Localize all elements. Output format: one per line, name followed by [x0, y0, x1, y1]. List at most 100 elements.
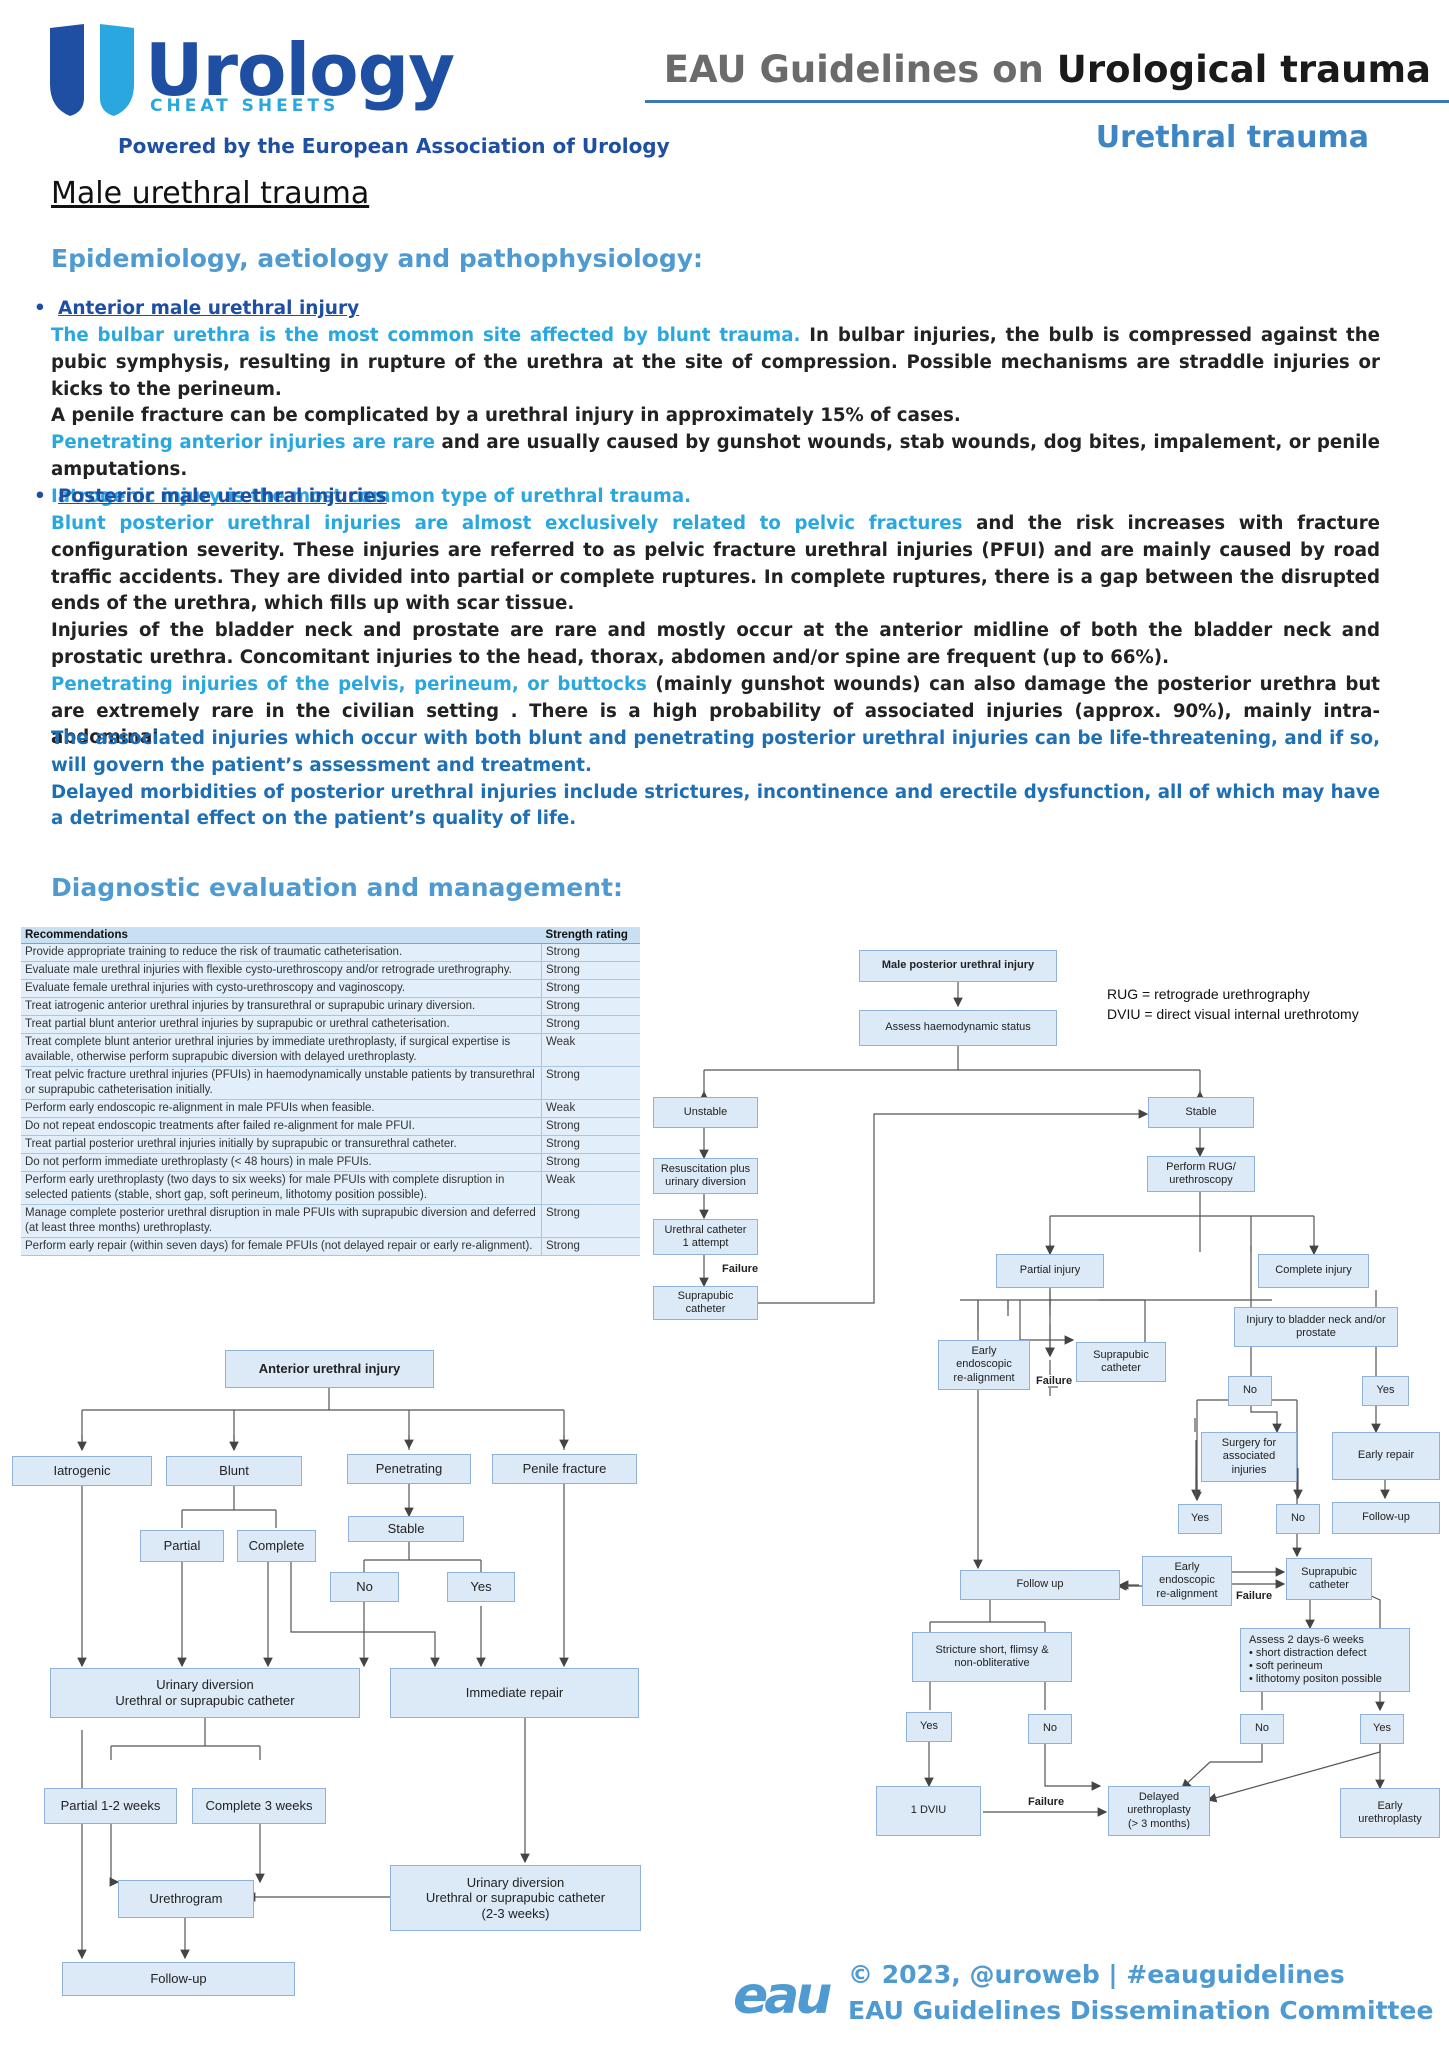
anterior-text: The bulbar urethra is the most common si…: [51, 325, 1381, 507]
legend-dviu: DVIU = direct visual internal urethrotom…: [1107, 1006, 1359, 1022]
posterior-bullet: Posterior male urethral injuries: [34, 486, 387, 507]
table-row: Evaluate male urethral injuries with fle…: [21, 961, 640, 980]
recommendation-cell: Treat complete blunt anterior urethral i…: [21, 1033, 542, 1067]
table-row: Do not perform immediate urethroplasty (…: [21, 1153, 640, 1172]
anterior-followup-box: Follow-up: [62, 1962, 295, 1996]
table-row: Perform early endoscopic re-alignment in…: [21, 1099, 640, 1118]
section-title: Male urethral trauma: [51, 176, 370, 211]
stricture-yes-box: Yes: [906, 1712, 952, 1742]
strength-cell: Strong: [541, 1153, 640, 1172]
recommendations-table: Recommendations Strength rating Provide …: [21, 927, 640, 1256]
perform-rug-box: Perform RUG/urethroscopy: [1147, 1156, 1255, 1192]
failure-label-1: Failure: [722, 1263, 759, 1275]
stricture-box: Stricture short, flimsy &non-obliterativ…: [912, 1632, 1072, 1682]
strength-cell: Strong: [541, 997, 640, 1016]
recommendation-cell: Treat pelvic fracture urethral injuries …: [21, 1066, 542, 1100]
recommendation-cell: Treat partial blunt anterior urethral in…: [21, 1015, 542, 1034]
table-row: Treat pelvic fracture urethral injuries …: [21, 1066, 640, 1100]
posterior-root-box: Male posterior urethral injury: [859, 950, 1057, 982]
surgery-yes-box: Yes: [1178, 1504, 1222, 1534]
blunt-complete-box: Complete: [237, 1530, 316, 1562]
header-divider: [645, 100, 1449, 103]
stable-box: Stable: [1148, 1097, 1254, 1128]
complete-weeks-box: Complete 3 weeks: [192, 1788, 326, 1824]
posterior-followup-right-box: Follow-up: [1332, 1502, 1440, 1534]
strength-cell: Strong: [541, 1117, 640, 1136]
table-row: Manage complete posterior urethral disru…: [21, 1204, 640, 1238]
penetrating-box: Penetrating: [347, 1454, 471, 1484]
table-row: Treat partial posterior urethral injurie…: [21, 1135, 640, 1154]
legend-rug: RUG = retrograde urethrography: [1107, 986, 1310, 1002]
recommendation-cell: Evaluate male urethral injuries with fle…: [21, 961, 542, 980]
table-row: Treat complete blunt anterior urethral i…: [21, 1033, 640, 1067]
early-repair-box: Early repair: [1332, 1432, 1440, 1480]
penile-fracture-box: Penile fracture: [492, 1454, 637, 1484]
partial-weeks-box: Partial 1-2 weeks: [44, 1788, 177, 1824]
strength-cell: Strong: [541, 943, 640, 962]
strength-cell: Weak: [541, 1171, 640, 1205]
assess-haemodynamic-box: Assess haemodynamic status: [859, 1010, 1057, 1046]
follow-up-box: Follow up: [960, 1570, 1120, 1600]
penetrating-stable-box: Stable: [348, 1516, 464, 1542]
bladder-no-box: No: [1228, 1376, 1272, 1406]
associated-injuries-text: The associated injuries which occur with…: [51, 728, 1380, 830]
logo-subtitle: CHEAT SHEETS: [150, 96, 340, 116]
failure-label-3: Failure: [1236, 1590, 1273, 1602]
table-row: Treat partial blunt anterior urethral in…: [21, 1015, 640, 1034]
failure-label-2: Failure: [1036, 1375, 1073, 1387]
stable-yes-box: Yes: [447, 1572, 515, 1602]
recommendation-cell: Provide appropriate training to reduce t…: [21, 943, 542, 962]
strength-cell: Weak: [541, 1033, 640, 1067]
table-row: Do not repeat endoscopic treatments afte…: [21, 1117, 640, 1136]
assess-weeks-box: Assess 2 days-6 weeks • short distractio…: [1240, 1628, 1410, 1692]
blunt-partial-box: Partial: [140, 1530, 224, 1562]
urethrogram-box: Urethrogram: [118, 1880, 254, 1918]
strength-cell: Strong: [541, 961, 640, 980]
strength-cell: Weak: [541, 1099, 640, 1118]
logo-wordmark: Urology: [145, 28, 455, 112]
blunt-box: Blunt: [166, 1456, 302, 1486]
strength-cell: Strong: [541, 979, 640, 998]
dviu-box: 1 DVIU: [876, 1786, 981, 1836]
recommendation-cell: Perform early repair (within seven days)…: [21, 1237, 542, 1256]
strength-cell: Strong: [541, 1204, 640, 1238]
recommendation-cell: Perform early urethroplasty (two days to…: [21, 1171, 542, 1205]
recommendation-cell: Manage complete posterior urethral disru…: [21, 1204, 542, 1238]
stricture-no-box: No: [1028, 1714, 1072, 1744]
urology-logo-mark: [50, 24, 134, 116]
immediate-repair-box: Immediate repair: [390, 1668, 639, 1718]
table-row: Provide appropriate training to reduce t…: [21, 943, 640, 962]
complete-injury-box: Complete injury: [1258, 1254, 1369, 1288]
assess-yes-box: Yes: [1360, 1714, 1404, 1744]
powered-by: Powered by the European Association of U…: [118, 134, 670, 158]
page-subtitle: Urethral trauma: [1095, 120, 1369, 155]
recommendation-cell: Perform early endoscopic re-alignment in…: [21, 1099, 542, 1118]
strength-cell: Strong: [541, 1015, 640, 1034]
recommendation-cell: Do not perform immediate urethroplasty (…: [21, 1153, 542, 1172]
recommendation-cell: Treat iatrogenic anterior urethral injur…: [21, 997, 542, 1016]
col-strength: Strength rating: [541, 927, 640, 944]
eau-logo: eau: [733, 1966, 832, 2026]
table-header-row: Recommendations Strength rating: [21, 927, 640, 944]
surgery-no-box: No: [1276, 1504, 1320, 1534]
partial-injury-box: Partial injury: [996, 1254, 1104, 1288]
col-recommendations: Recommendations: [21, 927, 542, 944]
recommendation-cell: Evaluate female urethral injuries with c…: [21, 979, 542, 998]
table-row: Perform early repair (within seven days)…: [21, 1237, 640, 1256]
bladder-yes-box: Yes: [1362, 1376, 1409, 1406]
recommendation-cell: Do not repeat endoscopic treatments afte…: [21, 1117, 542, 1136]
posterior-text: Blunt posterior urethral injuries are al…: [51, 513, 1381, 749]
page-title: EAU Guidelines on Urological trauma: [663, 48, 1431, 91]
recommendation-cell: Treat partial posterior urethral injurie…: [21, 1135, 542, 1154]
